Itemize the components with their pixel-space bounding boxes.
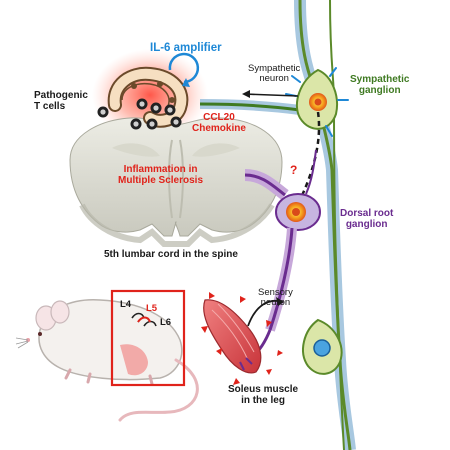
l6-label: L6 (160, 317, 172, 328)
pain-markers (201, 292, 283, 385)
inflammation-ms-label: Inflammation in Multiple Sclerosis (118, 164, 204, 186)
dorsal-root-ganglion-label: Dorsal root ganglion (340, 208, 394, 230)
vertebrae-highlight-box (110, 289, 186, 387)
pathogenic-t-cells-label: Pathogenic T cells (34, 90, 88, 112)
mouse-illustration (15, 299, 199, 422)
t-cells (97, 98, 182, 130)
l5-label: L5 (146, 303, 158, 314)
blood-vessel (107, 66, 189, 128)
lower-ganglion-cell (302, 318, 343, 375)
sympathetic-neuron-arrow (243, 93, 299, 97)
dashed-link (298, 111, 321, 201)
spinal-cord-section (69, 117, 283, 247)
sensory-neuron-label: Sensory neuron (258, 287, 293, 309)
ccl20-chemokine-label: CCL20 Chemokine (192, 112, 246, 134)
il6-amplifier-arrow (168, 52, 200, 87)
dorsal-root-ganglion (244, 149, 321, 332)
soleus-muscle-label: Soleus muscle in the leg (228, 384, 299, 406)
il6-amplifier-label: IL-6 amplifier (150, 42, 222, 54)
sympathetic-neuron-label: Sympathetic neuron (248, 63, 301, 85)
soleus-muscle (203, 299, 262, 374)
sympathetic-ganglion-label: Sympathetic ganglion (350, 74, 410, 96)
l4-label: L4 (120, 299, 132, 310)
question-mark-label: ? (290, 163, 298, 177)
lumbar-cord-label: 5th lumbar cord in the spine (104, 249, 238, 260)
